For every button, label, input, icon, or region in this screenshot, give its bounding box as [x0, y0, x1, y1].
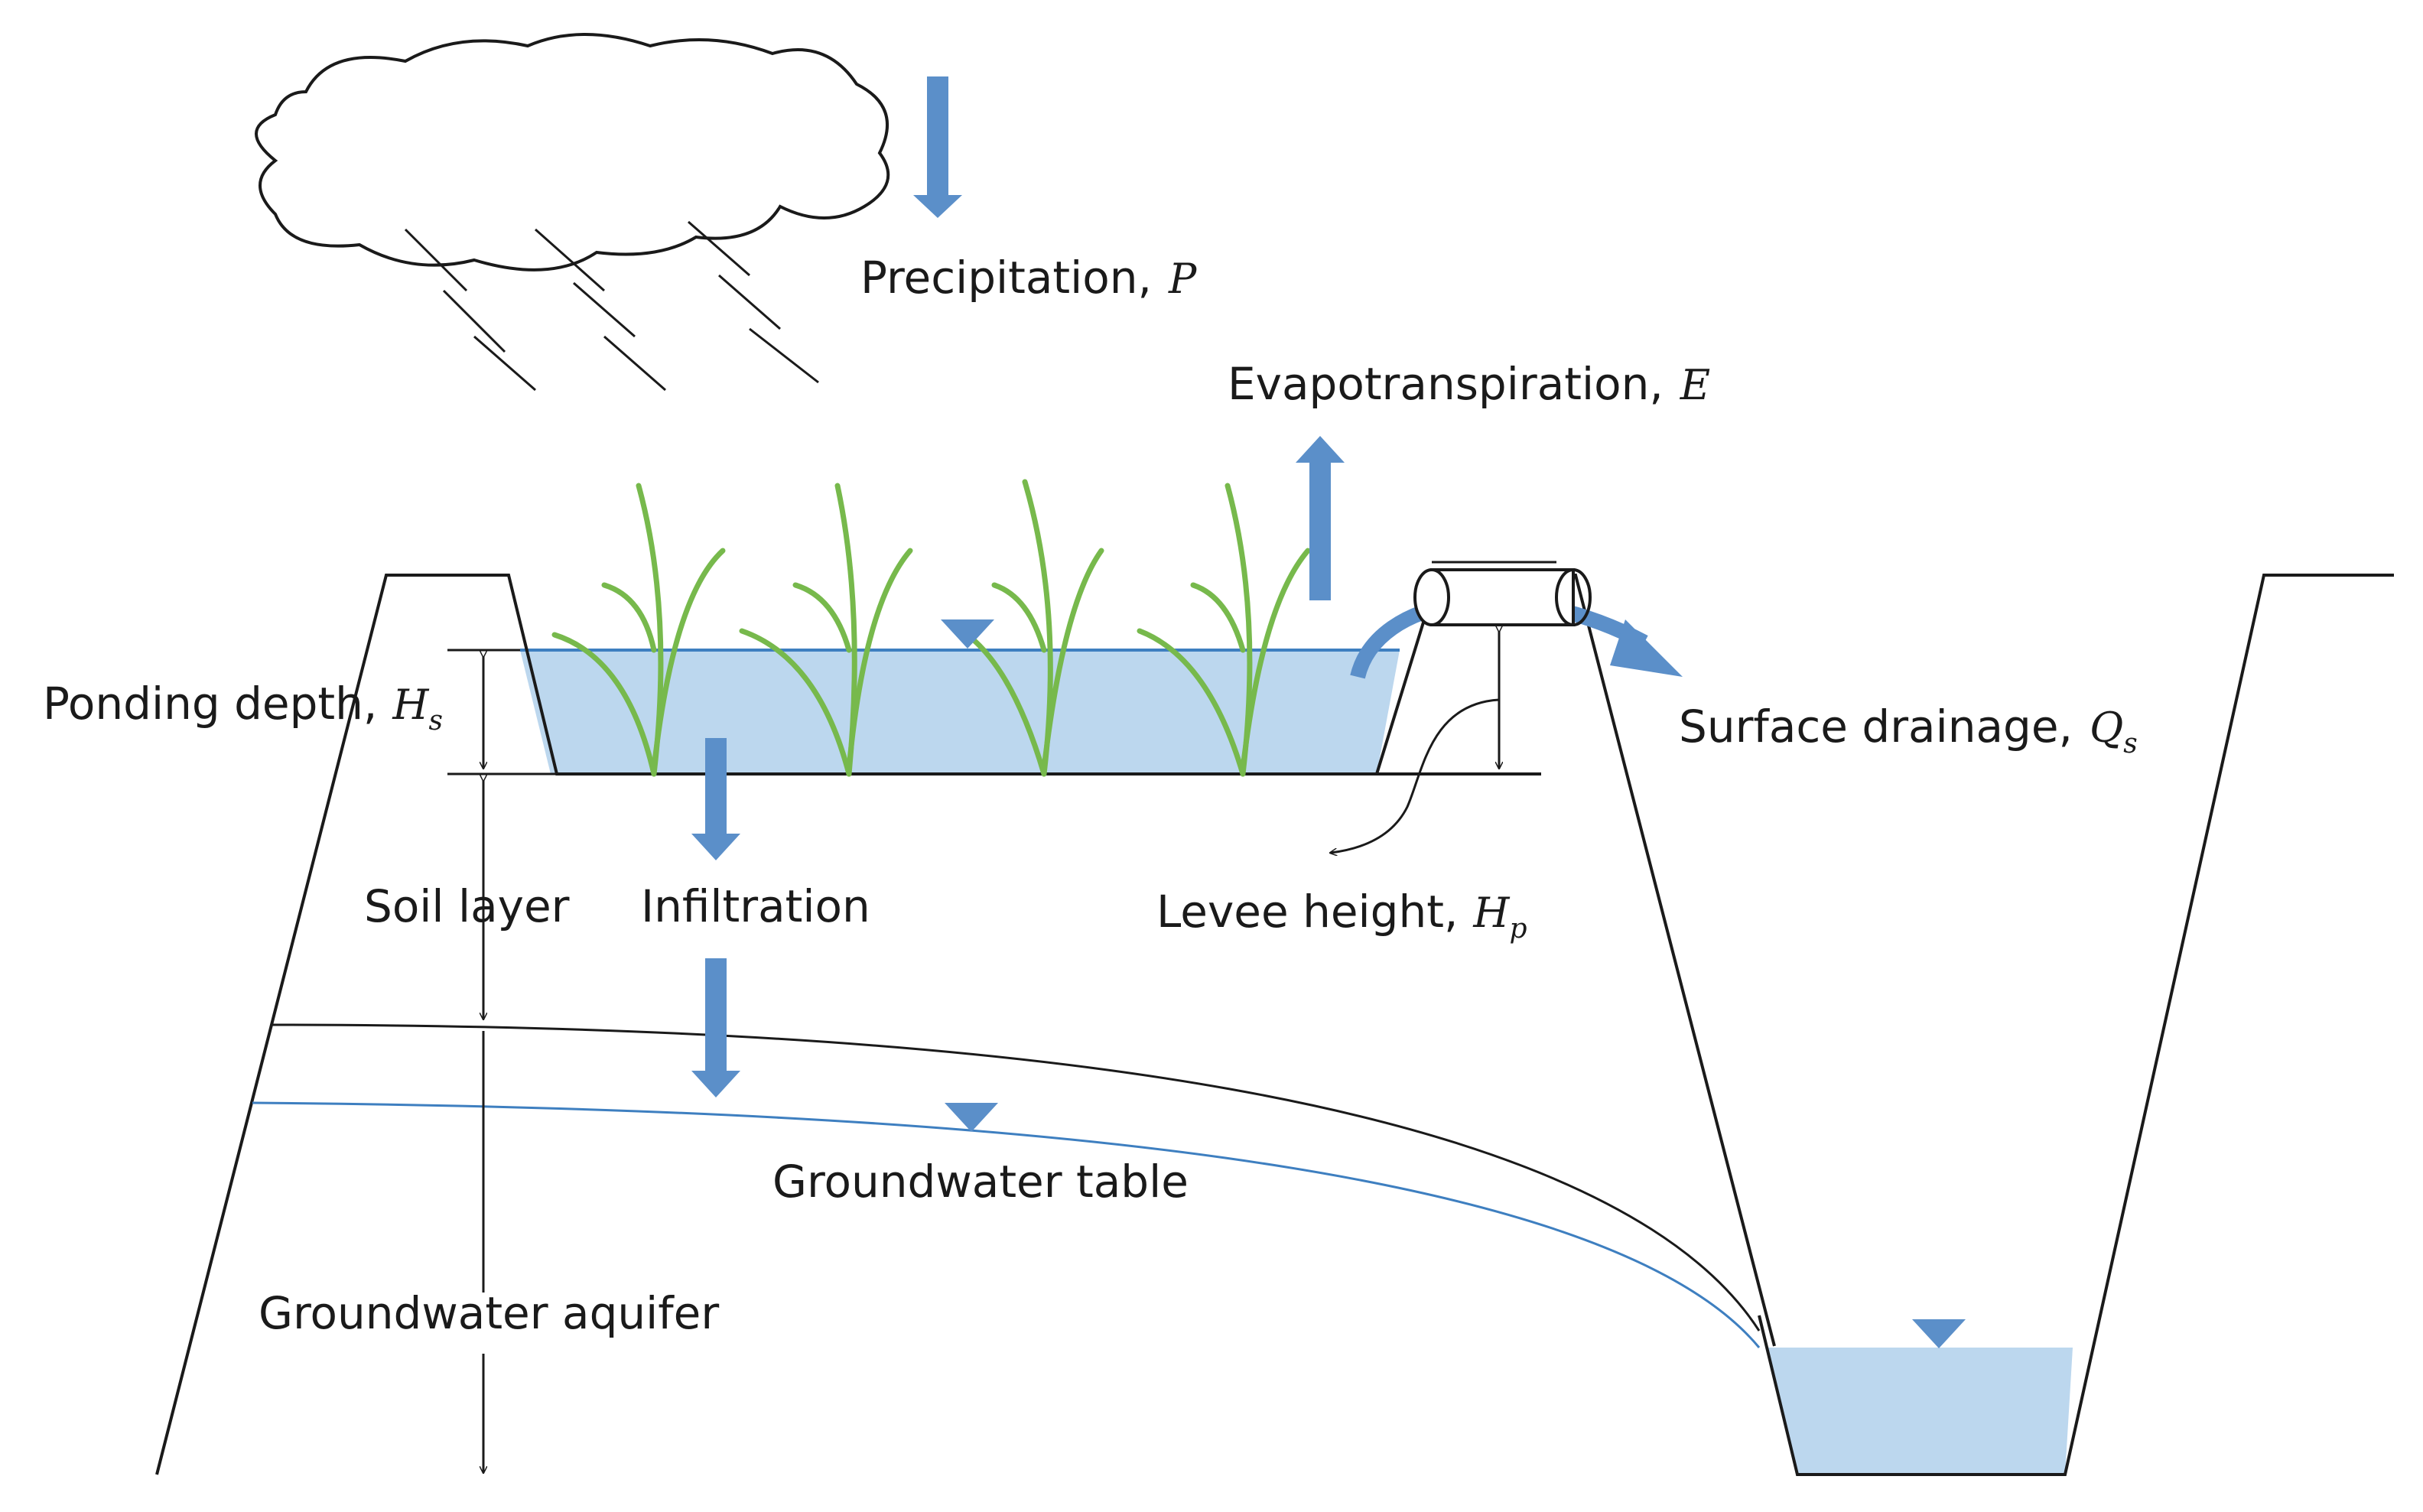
- precipitation-arrow: [913, 76, 962, 218]
- surface-drainage-label: Surface drainage,Qs: [1679, 701, 2138, 759]
- groundwater-table-line: [252, 1101, 1761, 1348]
- water-level-marker-icon: [945, 1103, 998, 1132]
- surface-drainage-arrowhead: [1610, 619, 1683, 677]
- levee-height-label: Levee height,Hp: [1156, 886, 1527, 945]
- dimension-arrows: [447, 631, 1499, 1472]
- groundwater-table-label: Groundwater table: [772, 1156, 1189, 1208]
- water-level-marker-icon: [941, 619, 994, 649]
- evapotranspiration-label: Evapotranspiration,E: [1228, 358, 1710, 410]
- infiltration-arrow-upper: [691, 738, 740, 860]
- precipitation-label: Precipitation,P: [860, 252, 1198, 304]
- cloud-icon: [255, 33, 890, 272]
- infiltration-label: Infiltration: [641, 880, 870, 932]
- rice-plant-icon: [551, 479, 1311, 777]
- drain-pipe-icon: [1413, 561, 1592, 626]
- ponding-depth-label: Ponding depth,Hs: [43, 678, 443, 736]
- drainage-channel-outline: [1758, 574, 2394, 1476]
- rain-streaks-icon: [404, 220, 819, 392]
- water-level-marker-icon: [1912, 1319, 1966, 1348]
- infiltration-arrow-lower: [691, 958, 740, 1097]
- flow-arrows: [691, 76, 1345, 1097]
- soil-layer-label: Soil layer: [364, 880, 570, 932]
- soil-layer-boundary: [271, 1023, 1761, 1332]
- channel-water: [1767, 1348, 2073, 1475]
- groundwater-aquifer-label: Groundwater aquifer: [259, 1287, 719, 1339]
- evapotranspiration-arrow: [1296, 436, 1345, 600]
- ponding-water: [520, 650, 1400, 774]
